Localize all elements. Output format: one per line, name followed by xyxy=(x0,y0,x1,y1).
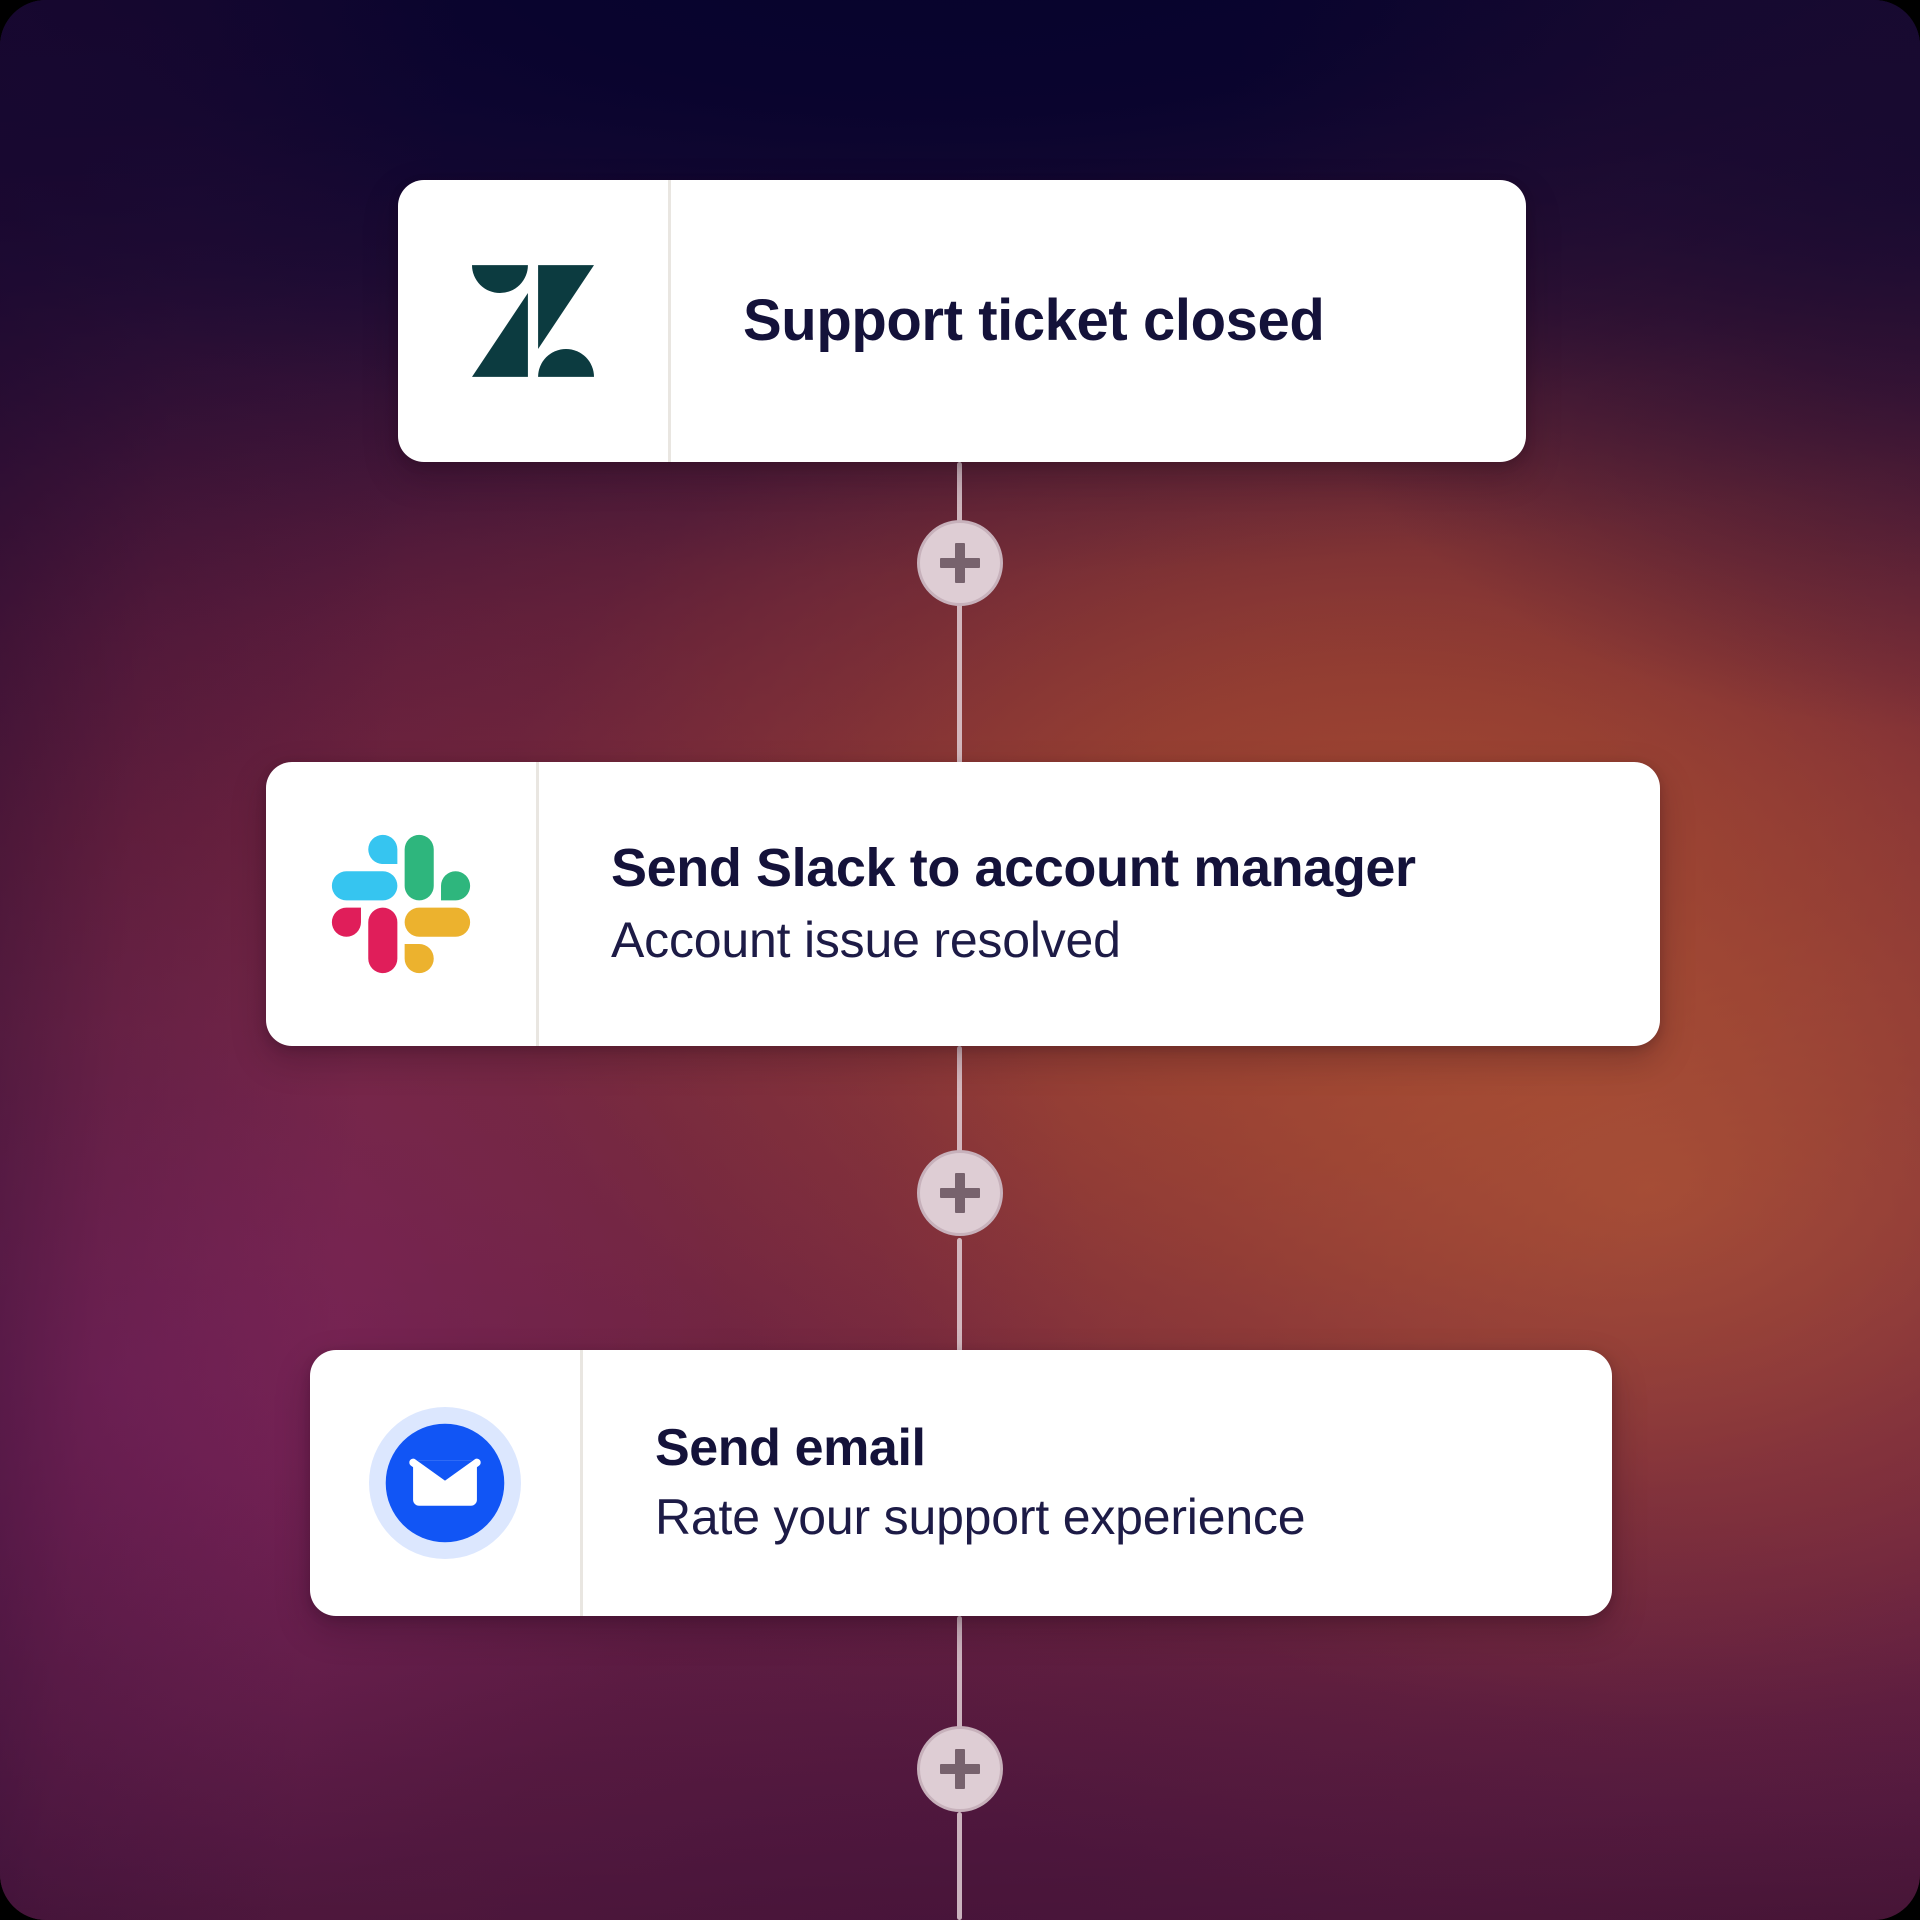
connector-add2-to-email xyxy=(957,1238,962,1354)
connector-add1-to-slack xyxy=(957,580,962,766)
plus-icon-vertical-bar xyxy=(955,1173,965,1213)
add-step-button-2[interactable] xyxy=(917,1150,1003,1236)
add-step-button-3[interactable] xyxy=(917,1726,1003,1812)
step-text-container: Support ticket closed xyxy=(671,180,1526,462)
connector-slack-to-add2 xyxy=(957,1046,962,1156)
step-subtitle: Rate your support experience xyxy=(655,1488,1306,1545)
slack-logo-icon xyxy=(331,834,471,974)
workflow-step-card-email[interactable]: Send email Rate your support experience xyxy=(310,1350,1612,1616)
step-text-container: Send Slack to account manager Account is… xyxy=(539,762,1660,1046)
workflow-step-card-slack[interactable]: Send Slack to account manager Account is… xyxy=(266,762,1660,1046)
step-title: Send email xyxy=(655,1418,926,1477)
zendesk-logo-icon xyxy=(472,265,594,377)
step-icon-container xyxy=(310,1350,583,1616)
workflow-step-card-zendesk[interactable]: Support ticket closed xyxy=(398,180,1526,462)
connector-zendesk-to-add1 xyxy=(957,462,962,548)
step-icon-container xyxy=(266,762,539,1046)
step-title: Support ticket closed xyxy=(743,288,1325,354)
add-step-button-1[interactable] xyxy=(917,520,1003,606)
step-subtitle: Account issue resolved xyxy=(611,911,1121,968)
step-text-container: Send email Rate your support experience xyxy=(583,1350,1612,1616)
connector-email-to-add3 xyxy=(957,1616,962,1730)
plus-icon-vertical-bar xyxy=(955,1749,965,1789)
step-icon-container xyxy=(398,180,671,462)
connector-add3-tail xyxy=(957,1812,962,1920)
email-envelope-icon xyxy=(369,1407,521,1559)
plus-icon-vertical-bar xyxy=(955,543,965,583)
step-title: Send Slack to account manager xyxy=(611,837,1416,898)
